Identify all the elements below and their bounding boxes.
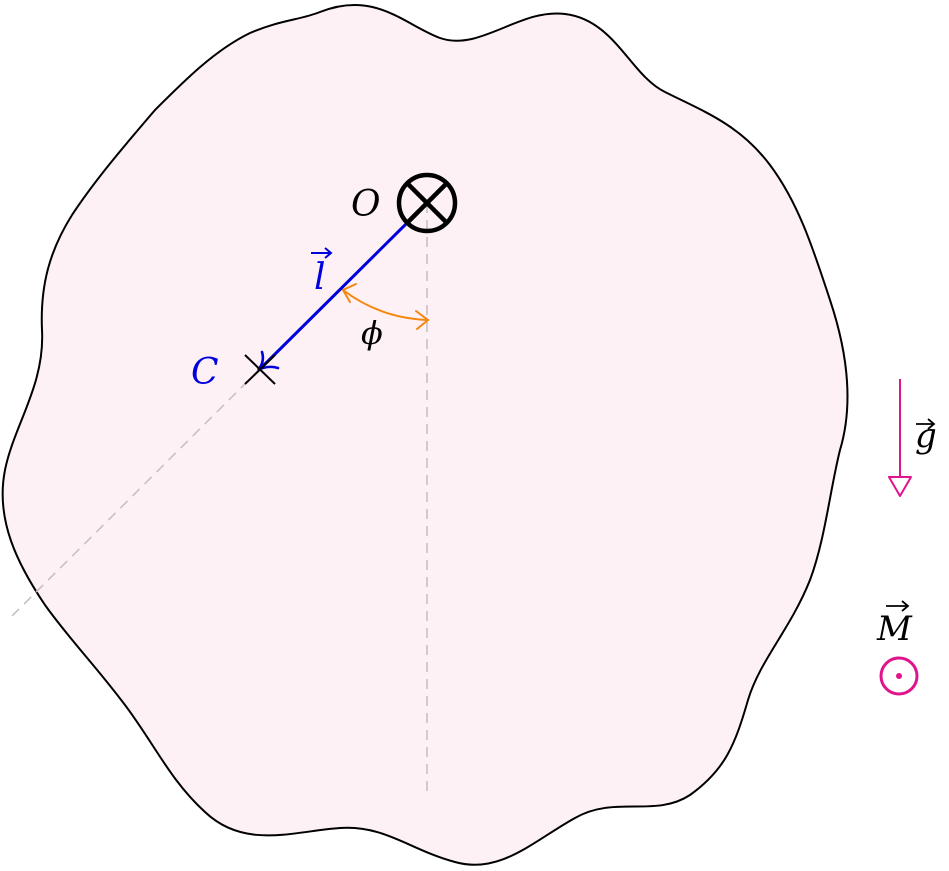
lever-vector-arrowhead	[256, 350, 280, 372]
circled-times-icon	[396, 172, 458, 234]
lever-vector-line	[258, 219, 411, 371]
lever-vector-label: l	[311, 247, 333, 298]
angle-arc-arrowhead-start	[341, 283, 357, 303]
lever-extension-line	[7, 368, 261, 621]
lever-vector-label-text: l	[314, 257, 326, 298]
angle-arc	[342, 289, 428, 321]
gravity-label-arrow	[916, 418, 936, 430]
moment-label: M	[876, 600, 913, 649]
angle-label: ϕ	[361, 314, 383, 352]
circled-dot-icon	[879, 656, 919, 696]
lever-vector-label-arrow	[311, 247, 333, 259]
rigid-body-shape	[1, 3, 849, 866]
angle-arc-arrowhead-end	[415, 310, 430, 330]
cross-mark-icon	[244, 354, 276, 385]
center-of-mass-label: C	[191, 352, 219, 393]
moment-label-text: M	[876, 609, 913, 649]
gravity-label-text: g	[915, 416, 937, 456]
gravity-label: g	[915, 416, 937, 456]
moment-label-arrow	[886, 600, 910, 612]
pivot-label: O	[351, 184, 381, 225]
down-arrow-icon	[888, 379, 912, 497]
